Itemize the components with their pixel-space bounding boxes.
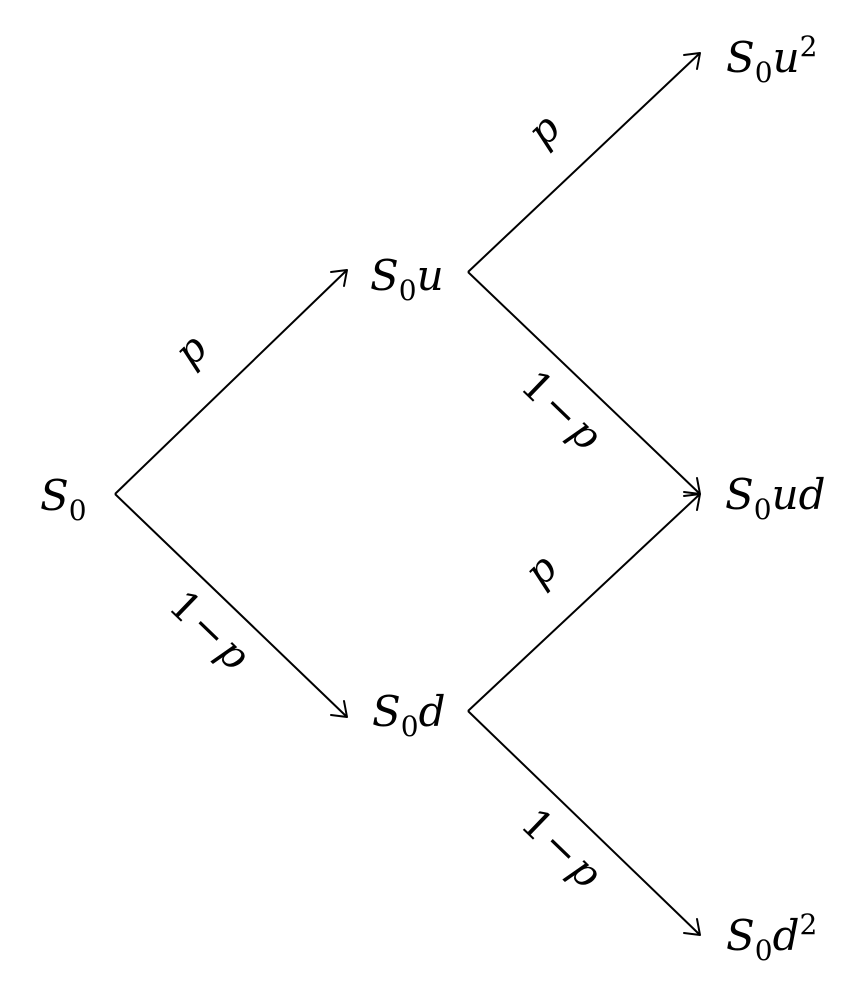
- arrowhead-down-ud: [683, 493, 701, 511]
- edge-label-root-up: p: [166, 325, 216, 376]
- edge-down-dd: [467, 710, 701, 936]
- edge-label-up-ud: 1−p: [512, 362, 611, 459]
- edge-root-up: [114, 269, 348, 495]
- edge-up-uu: [467, 52, 701, 273]
- node-uu: S0u2: [726, 30, 818, 89]
- arrowhead-root-up: [330, 269, 348, 287]
- edge-label-down-dd: 1−p: [512, 800, 611, 897]
- node-ud: S0ud: [725, 470, 826, 526]
- edge-label-down-ud: p: [516, 545, 566, 596]
- edge-root-down: [114, 493, 348, 718]
- node-up: S0u: [370, 251, 444, 307]
- edge-label-up-uu: p: [519, 105, 569, 156]
- edge-down-ud: [467, 493, 701, 712]
- edge-up-ud: [467, 271, 701, 495]
- edge-label-root-down: 1−p: [160, 582, 259, 679]
- arrowhead-down-dd: [683, 918, 701, 936]
- node-dd: S0d2: [726, 908, 817, 967]
- node-root: S0: [40, 471, 87, 527]
- arrowhead-root-down: [330, 700, 348, 718]
- node-down: S0d: [372, 687, 446, 743]
- arrowhead-up-uu: [683, 52, 701, 70]
